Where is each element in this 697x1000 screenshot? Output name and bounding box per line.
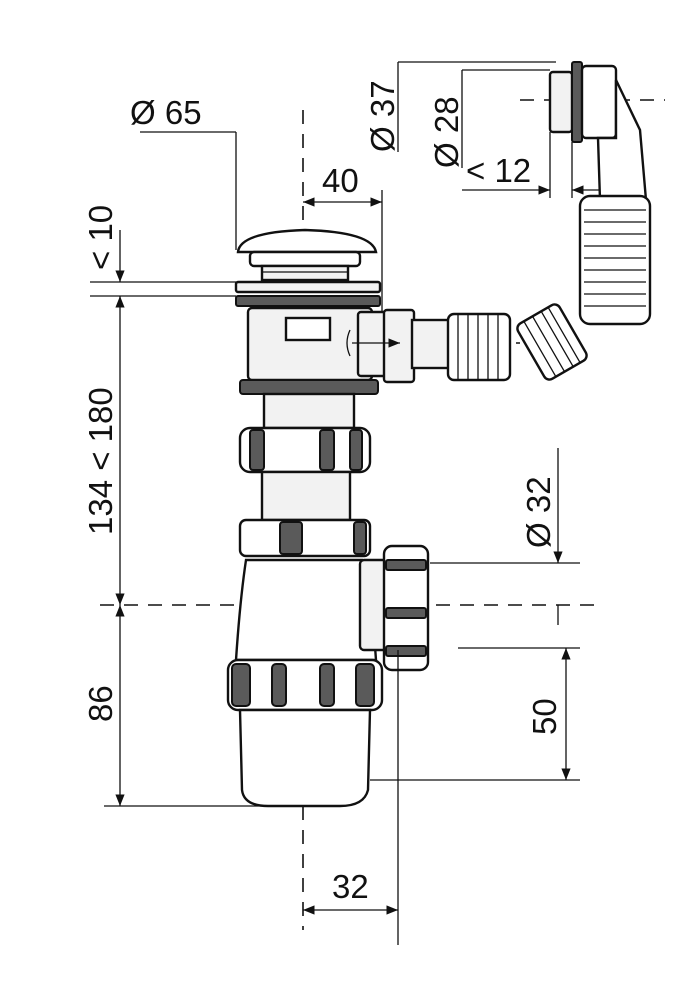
trap-outlet [358,544,430,672]
dim-diameter-32-outlet: Ø 32 [520,476,557,548]
overflow-head [548,61,652,326]
waste-plug-head [234,228,382,307]
overflow-hose-section-2 [516,303,588,381]
dim-32-offset: 32 [332,868,369,905]
dim-less-than-12: < 12 [466,152,531,189]
dim-50: 50 [526,698,563,735]
dim-40: 40 [322,162,359,199]
lower-nut [238,518,372,558]
upper-nut [238,426,372,474]
dim-less-than-10: < 10 [82,205,119,270]
dim-diameter-65: Ø 65 [130,94,202,131]
dim-134-to-180: 134 < 180 [82,387,119,535]
overflow-connector [346,308,454,384]
dim-86: 86 [82,685,119,722]
overflow-hose-section-1 [446,312,512,382]
dimension-lines [90,61,600,945]
vertical-tube [260,470,352,522]
dim-diameter-37: Ø 37 [364,80,401,152]
dim-diameter-28: Ø 28 [428,96,465,168]
